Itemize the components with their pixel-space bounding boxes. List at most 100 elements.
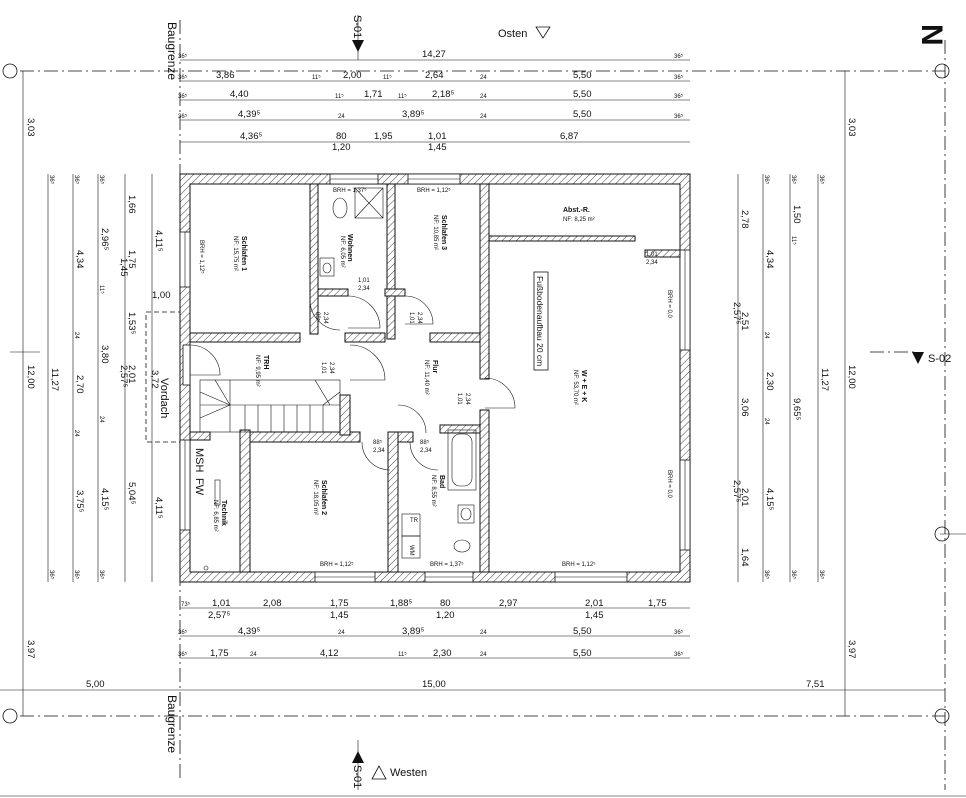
dimension-label: 4,12 [320, 648, 339, 659]
room-labels: Schlafen 1 NF: 15,75 m² Wohnen NF: 6,05 … [212, 207, 595, 532]
dimension-label: 5,50 [573, 648, 592, 659]
dimension-label: 5,50 [573, 89, 592, 100]
dimension-label: 6,87 [560, 131, 579, 142]
room-name: TRH [262, 355, 269, 369]
dimension-label: 5,00 [86, 679, 105, 690]
dimension-label: 1,53⁵ [126, 312, 137, 334]
dimension-label: 36⁵ [98, 175, 105, 185]
room-name: Abst.-R. [563, 207, 590, 214]
dimension-label: 3,03 [25, 118, 36, 137]
dimension-label: 1,45 [585, 610, 604, 621]
vordach-label: Vordach [158, 378, 170, 418]
dimension-label: 36⁵ [818, 570, 825, 580]
vordach-outline [145, 311, 181, 443]
dimension-label: 11⁵ [398, 651, 407, 658]
dimension-label: 4,11⁵ [153, 497, 164, 519]
dimension-label: 12,00 [846, 365, 857, 389]
dimension-label: 2,18⁵ [432, 89, 454, 100]
msh-label: MSH [193, 448, 205, 473]
dimension-label: 7,51 [806, 679, 825, 690]
interior-walls [189, 183, 681, 573]
wm-label: WM [408, 545, 414, 556]
dimension-label: 1,75 [330, 598, 349, 609]
dimension-label: 11⁵ [398, 93, 407, 100]
dimension-label: 4,15⁵ [99, 488, 110, 510]
dimension-label: 2,00 [343, 70, 362, 81]
dimension-label: 2,70 [74, 375, 85, 394]
dimension-label: 1,45 [428, 142, 447, 153]
room-name: Flur [431, 360, 438, 373]
dimension-label: 11⁵ [383, 74, 392, 81]
dimension-label: 24 [480, 114, 487, 120]
dims-left: 3,03 12,00 3,97 36⁵ 11,27 36⁵ 36⁵ 4,34 2… [22, 71, 171, 716]
dimension-label: 36⁵ [73, 570, 80, 580]
room-area: NF: 53,70 m² [572, 370, 578, 405]
dimension-label: 36⁵ [674, 74, 684, 81]
dimension-label: 36⁵ [763, 570, 770, 580]
west-label: Westen [390, 767, 427, 779]
dimension-label: 4,11⁵ [153, 230, 164, 252]
dimension-label: 4,40 [230, 89, 249, 100]
room-area: NF: 6,05 m² [339, 236, 345, 268]
room-area: NF: 9,95 m² [254, 355, 260, 387]
dimension-label: 3,06 [739, 398, 750, 417]
dimension-label: 2,01 [126, 365, 137, 384]
dimension-label: 36⁵ [178, 113, 188, 120]
east-label: Osten [498, 28, 527, 40]
door-dims: 1,01 2,34 88⁵ 2,34 1,01 2,34 1,01 2,34 1… [314, 252, 658, 454]
section-top-label: S-01 [351, 15, 363, 38]
dimension-label: BRH = 0,0 [666, 290, 672, 319]
room-area: NF: 15,75 m² [232, 236, 238, 271]
dimension-label: 24 [763, 418, 769, 425]
dimension-label: 80 [440, 598, 451, 609]
baugrenze-top: Baugrenze [165, 22, 179, 80]
dimension-label: 1,00 [152, 290, 171, 301]
room-area: NF: 8,55 m² [430, 475, 436, 507]
room-area: NF: 8,25 m² [563, 217, 595, 223]
north-arrow: N [915, 24, 948, 46]
dimension-label: 1,75 [648, 598, 667, 609]
dimension-label: 2,30 [764, 372, 775, 391]
dimension-label: 1,50 [791, 205, 802, 224]
dimension-label: 36⁵ [178, 74, 188, 81]
dimension-label: 36⁵ [73, 175, 80, 185]
dimension-label: 2,97 [499, 598, 518, 609]
dimension-label: 5,50 [573, 626, 592, 637]
staircase [199, 379, 341, 433]
dimension-label: 4,15⁵ [764, 488, 775, 510]
dimension-label: 36⁵ [763, 175, 770, 185]
dimension-label: 1,64 [739, 548, 750, 567]
dimension-label: 3,89⁵ [402, 109, 424, 120]
dimension-label: 2,34 [646, 260, 658, 266]
dimension-label: 80 [336, 131, 347, 142]
dimension-label: 36⁵ [98, 570, 105, 580]
floor-note-box [533, 271, 549, 371]
dimension-label: 3,75⁵ [74, 490, 85, 512]
vordach-dim: 3,72 [149, 370, 160, 389]
room-name: Schlafen 2 [320, 480, 327, 515]
dimension-label: 24 [480, 630, 487, 636]
dimension-label: 1,75 [126, 250, 137, 269]
dimension-label: 2,34 [358, 286, 370, 292]
dimension-label: 11⁵ [98, 285, 105, 294]
dimension-label: 36⁵ [48, 570, 55, 580]
dimension-label: BRH = 1,37⁵ [333, 187, 367, 194]
dimension-label: BRH = 1,37⁵ [430, 561, 464, 568]
dimension-label: 1,01 [456, 393, 462, 405]
dimension-label: 1,20 [332, 142, 351, 153]
dimension-label: 24 [480, 652, 487, 658]
dimension-label: 24 [338, 630, 345, 636]
dimension-label: 1,75 [210, 648, 229, 659]
dimension-label: 2,57⁵ [731, 302, 742, 324]
dimension-label: 1,01 [428, 131, 447, 142]
dimension-label: BRH = 1,12⁵ [198, 240, 205, 274]
dimension-label: 1,01 [408, 312, 414, 324]
section-bottom-marker-icon [352, 751, 364, 763]
dimension-label: 15,00 [422, 679, 446, 690]
dimension-label: 4,34 [74, 250, 85, 269]
dimension-label: 11⁵ [335, 93, 344, 100]
dimension-label: 2,34 [464, 393, 470, 405]
room-name: Schlafen 3 [440, 215, 447, 250]
